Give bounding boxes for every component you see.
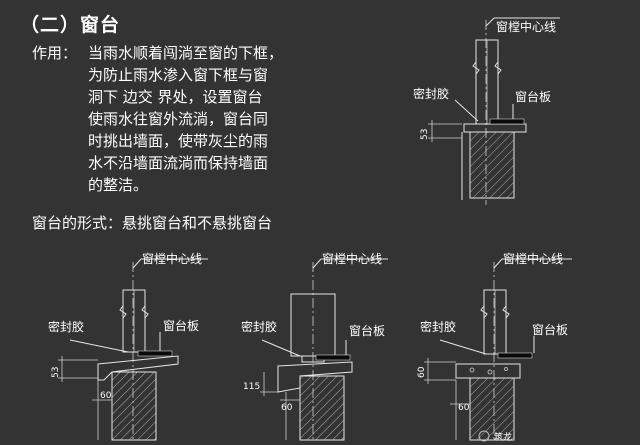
seal-label: 密封胶 bbox=[241, 319, 277, 334]
dim-label: 60 bbox=[100, 391, 112, 401]
diagram-4: 窗樘中心线 密封胶 窗台板 60 60 bbox=[417, 251, 572, 441]
centerline-label: 窗樘中心线 bbox=[496, 19, 556, 34]
purpose-line: 的整洁。 bbox=[88, 176, 149, 194]
diagram-2: 窗樘中心线 密封胶 窗台板 53 60 bbox=[48, 251, 208, 441]
centerline-label: 窗樘中心线 bbox=[142, 251, 202, 266]
centerline-label: 窗樘中心线 bbox=[322, 251, 382, 266]
seal-label: 密封胶 bbox=[413, 86, 449, 101]
purpose-line: 时挑出墙面，使带灰尘的雨 bbox=[88, 132, 269, 150]
sill-label: 窗台板 bbox=[515, 89, 551, 104]
seal-label: 密封胶 bbox=[48, 319, 84, 334]
sill-label: 窗台板 bbox=[163, 318, 199, 333]
seal-label: 密封胶 bbox=[420, 319, 456, 334]
watermark: 筑龙 bbox=[478, 430, 512, 443]
sill-label: 窗台板 bbox=[349, 323, 385, 338]
purpose-line: 使雨水往窗外流淌，窗台同 bbox=[88, 110, 269, 128]
purpose-label: 作用： bbox=[32, 44, 78, 62]
sill-forms-text: 窗台的形式：悬挑窗台和不悬挑窗台 bbox=[32, 214, 273, 232]
dim-label: 53 bbox=[420, 129, 430, 140]
watermark-text: 筑龙 bbox=[494, 431, 512, 443]
purpose-line: 水不沿墙面流淌而保持墙面 bbox=[88, 154, 269, 172]
centerline-label: 窗樘中心线 bbox=[503, 251, 563, 266]
dim-label: 60 bbox=[281, 403, 293, 413]
dim-label: 60 bbox=[417, 366, 427, 378]
purpose-line: 当雨水顺着闯淌至窗的下框， bbox=[88, 44, 284, 62]
purpose-paragraph: 当雨水顺着闯淌至窗的下框， 为防止雨水渗入窗下框与窗 洞下 边交 界处，设置窗台… bbox=[88, 42, 320, 196]
sill-label: 窗台板 bbox=[532, 322, 568, 337]
dim-label: 60 bbox=[458, 403, 470, 413]
purpose-line: 洞下 边交 界处，设置窗台 bbox=[88, 88, 263, 106]
dim-label: 53 bbox=[51, 367, 61, 378]
dim-label: 115 bbox=[243, 382, 260, 392]
diagram-1: 窗樘中心线 密封胶 窗台板 53 bbox=[413, 17, 560, 205]
purpose-line: 为防止雨水渗入窗下框与窗 bbox=[88, 66, 269, 84]
section-title: （二）窗台 bbox=[20, 14, 121, 36]
diagram-3: 窗樘中心线 密封胶 窗台板 115 60 bbox=[241, 251, 388, 441]
